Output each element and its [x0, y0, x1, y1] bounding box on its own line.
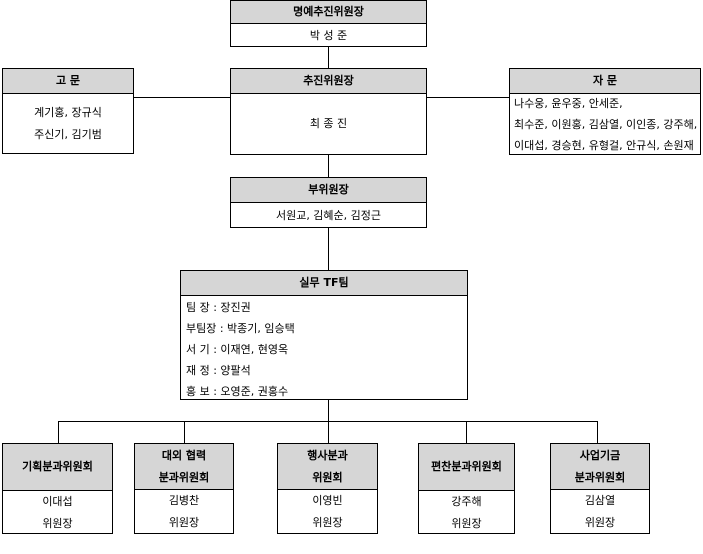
- tf-team-line: 홍 보 : 오영준, 권홍수: [186, 385, 289, 398]
- committee-box: 행사분과 위원회 이영빈 위원장: [277, 443, 378, 534]
- committee-name: 이대섭: [42, 495, 73, 508]
- connector-tf-down: [328, 400, 329, 421]
- tf-team-box: 실무 TF팀 팀 장 : 장진권 부팀장 : 박종기, 임승택 서 기 : 이재…: [180, 270, 468, 400]
- tf-team-line: 부팀장 : 박종기, 임승택: [186, 322, 295, 335]
- connector-committee-2: [184, 421, 185, 443]
- committee-title: 사업기금: [579, 449, 621, 462]
- committee-role: 위원장: [312, 516, 343, 529]
- chair-box: 추진위원장 최 종 진: [230, 68, 427, 155]
- committee-title: 분과위원회: [158, 471, 210, 484]
- tf-team-line: 재 정 : 양팔석: [186, 364, 251, 377]
- connector-committee-3: [328, 421, 329, 443]
- committee-role: 위원장: [168, 516, 200, 529]
- advisors-line: 계기홍, 장규식: [34, 106, 102, 119]
- connector-vice-tf: [328, 228, 329, 270]
- vice-chair-title: 부위원장: [231, 178, 426, 203]
- consultants-line: 최수준, 이원홍, 김삼열, 이인종, 강주해,: [514, 118, 698, 131]
- tf-team-line: 서 기 : 이재연, 현영옥: [186, 343, 289, 356]
- consultants-title: 자 문: [510, 69, 700, 94]
- consultants-line: 이대섭, 경승현, 유형걸, 안규식, 손원재: [514, 139, 694, 152]
- committee-title: 편찬분과위원회: [431, 460, 502, 473]
- committee-title: 행사분과: [307, 449, 348, 462]
- connector-honorary-chair: [328, 47, 329, 68]
- committee-box: 사업기금 분과위원회 김삼열 위원장: [550, 443, 650, 534]
- honorary-chair-box: 명예추진위원장 박 성 준: [230, 0, 427, 47]
- committee-name: 김병찬: [168, 494, 200, 507]
- vice-chair-box: 부위원장 서원교, 김혜순, 김정근: [230, 177, 427, 228]
- committee-title: 위원회: [312, 471, 343, 484]
- connector-committees-horizontal: [58, 421, 597, 422]
- honorary-chair-title: 명예추진위원장: [231, 1, 426, 24]
- connector-chair-vice: [328, 155, 329, 177]
- tf-team-line: 팀 장 : 장진권: [186, 301, 251, 314]
- committee-box: 편찬분과위원회 강주해 위원장: [418, 443, 515, 534]
- connector-committee-4: [466, 421, 467, 443]
- advisors-title: 고 문: [3, 69, 133, 94]
- committee-role: 위원장: [584, 516, 616, 529]
- committee-name: 이영빈: [312, 494, 343, 507]
- consultants-line: 나수웅, 윤우중, 안세준,: [514, 97, 623, 110]
- connector-committee-5: [597, 421, 598, 443]
- committee-name: 김삼열: [584, 494, 616, 507]
- advisors-line: 주신기, 김기범: [34, 128, 102, 141]
- committee-title: 대외 협력: [161, 449, 207, 462]
- committee-role: 위원장: [451, 517, 482, 530]
- committee-box: 대외 협력 분과위원회 김병찬 위원장: [134, 443, 234, 534]
- committee-role: 위원장: [42, 517, 73, 530]
- chair-members: 최 종 진: [309, 117, 348, 130]
- consultants-box: 자 문 나수웅, 윤우중, 안세준, 최수준, 이원홍, 김삼열, 이인종, 강…: [509, 68, 701, 155]
- connector-committee-1: [58, 421, 59, 443]
- vice-chair-members: 서원교, 김혜순, 김정근: [275, 209, 382, 222]
- honorary-chair-members: 박 성 준: [309, 29, 348, 42]
- committee-name: 강주해: [451, 495, 482, 508]
- committee-title: 기획분과위원회: [22, 460, 93, 473]
- committee-title: 분과위원회: [574, 471, 626, 484]
- tf-team-title: 실무 TF팀: [181, 271, 467, 296]
- chair-title: 추진위원장: [231, 69, 426, 94]
- committee-box: 기획분과위원회 이대섭 위원장: [2, 443, 113, 534]
- advisors-box: 고 문 계기홍, 장규식 주신기, 김기범: [2, 68, 134, 154]
